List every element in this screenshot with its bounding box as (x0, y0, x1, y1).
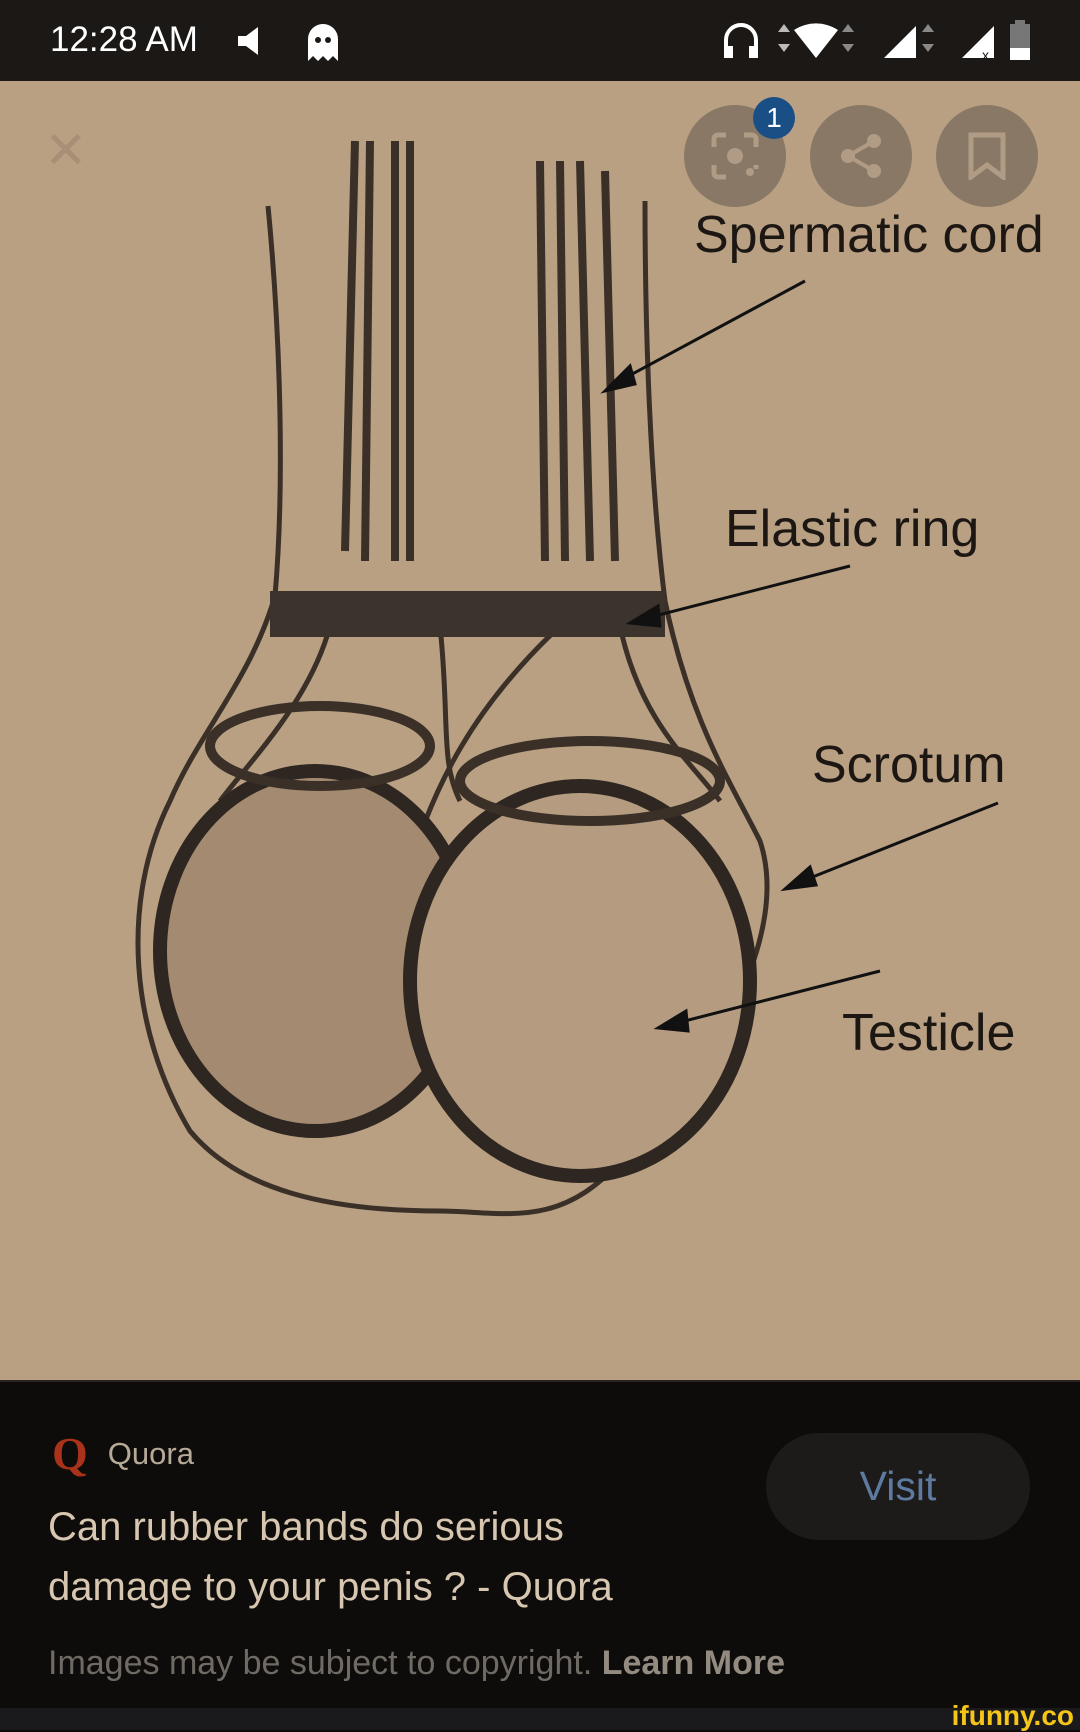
label-scrotum: Scrotum (812, 736, 1006, 794)
headset-icon (724, 23, 758, 58)
save-button[interactable] (936, 105, 1038, 207)
result-title[interactable]: Can rubber bands do serious damage to yo… (48, 1505, 613, 1609)
signal-no-sim-icon: x (962, 26, 994, 62)
status-bar: 12:28 AM x (0, 0, 1080, 81)
image-viewer[interactable]: Spermatic cord Elastic ring Scrotum Test… (0, 81, 1080, 1380)
source-name: Quora (107, 1435, 194, 1471)
svg-text:x: x (982, 47, 989, 62)
signal-icon (884, 24, 934, 58)
result-panel: Q Quora Can rubber bands do serious dama… (0, 1380, 1080, 1708)
bottom-bar (0, 1708, 1080, 1730)
label-elastic-ring: Elastic ring (725, 500, 980, 558)
lens-icon (711, 132, 759, 180)
elastic-ring-band (270, 591, 665, 637)
copyright-text: Images may be subject to copyright. (48, 1644, 593, 1682)
copyright-notice: Images may be subject to copyright. Lear… (48, 1644, 785, 1683)
battery-icon (1010, 20, 1030, 60)
visit-button[interactable]: Visit (766, 1433, 1030, 1540)
watermark: ifunny.co (951, 1700, 1074, 1731)
volume-icon (238, 27, 258, 55)
label-spermatic-cord: Spermatic cord (694, 206, 1044, 264)
share-icon (841, 134, 881, 178)
learn-more-link[interactable]: Learn More (601, 1644, 785, 1682)
quora-logo: Q (52, 1428, 88, 1479)
lens-button[interactable] (684, 105, 786, 207)
ghost-app-icon (308, 24, 338, 61)
bookmark-icon (968, 132, 1006, 180)
share-button[interactable] (810, 105, 912, 207)
lens-badge: 1 (753, 97, 795, 139)
source-row[interactable]: Q Quora (52, 1427, 194, 1480)
close-icon[interactable]: ✕ (44, 122, 88, 180)
anatomy-diagram-image (135, 140, 999, 1217)
wifi-icon (778, 23, 854, 59)
label-testicle: Testicle (842, 1004, 1016, 1062)
clock: 12:28 AM (50, 20, 198, 59)
